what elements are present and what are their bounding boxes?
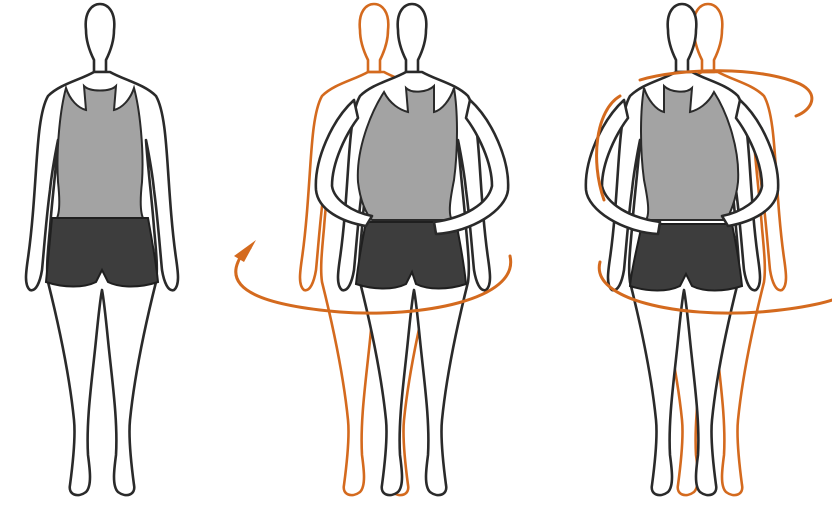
arrow-head bbox=[234, 240, 256, 262]
figure-rotation-right bbox=[586, 4, 832, 495]
figure-standing bbox=[26, 4, 178, 495]
figure-rotation-left bbox=[234, 4, 511, 495]
tank-top bbox=[56, 86, 144, 220]
